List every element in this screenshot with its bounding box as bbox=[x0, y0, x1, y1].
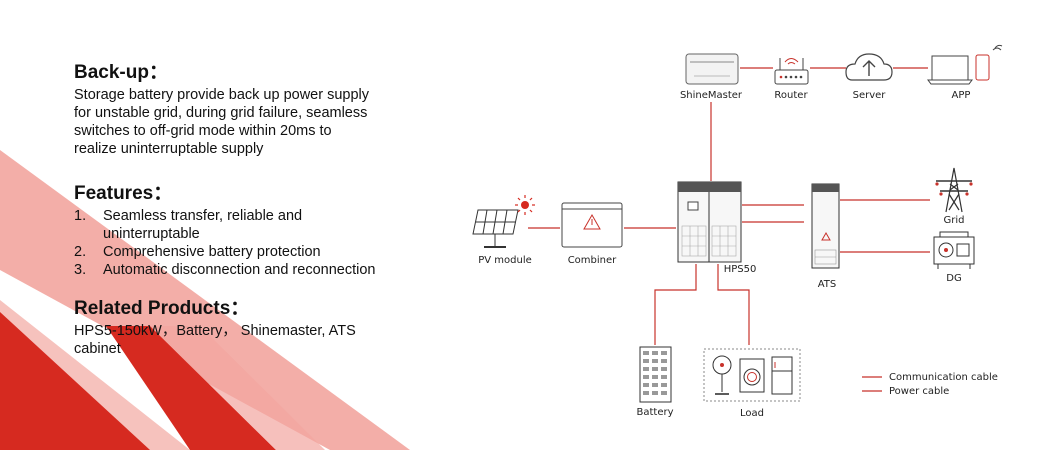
feature-item: 2. Comprehensive battery protection bbox=[74, 243, 394, 261]
related-products-text: HPS5-150kW，Battery， Shinemaster, ATS cab… bbox=[74, 323, 356, 357]
pv-module-label: PV module bbox=[478, 255, 532, 266]
feature-number: 3. bbox=[74, 262, 87, 278]
legend-power-label: Power cable bbox=[889, 386, 949, 397]
legend-communication-label: Communication cable bbox=[889, 372, 998, 383]
ats-label: ATS bbox=[818, 279, 837, 290]
server-cloud-icon bbox=[845, 53, 893, 81]
light-stripe-band bbox=[150, 326, 325, 450]
dg-label: DG bbox=[946, 273, 961, 284]
cables bbox=[528, 67, 930, 392]
pv-module-icon bbox=[472, 195, 535, 248]
hps50-label: HPS50 bbox=[724, 264, 757, 275]
battery-rack-icon bbox=[639, 346, 672, 403]
diesel-generator-icon bbox=[933, 231, 975, 269]
router-label: Router bbox=[774, 90, 808, 101]
features-list: 1. Seamless transfer, reliable and uninte… bbox=[74, 207, 394, 279]
feature-text: Comprehensive battery protection bbox=[103, 244, 321, 260]
feature-number: 2. bbox=[74, 244, 87, 260]
power-cable-hps-battery bbox=[654, 264, 697, 345]
ats-cabinet-icon bbox=[811, 183, 840, 269]
router-icon bbox=[774, 58, 809, 85]
dark-stripe-mid bbox=[106, 326, 276, 450]
battery-label: Battery bbox=[636, 407, 673, 418]
grid-tower-icon bbox=[935, 167, 973, 213]
feature-item: 1. Seamless transfer, reliable and uninte… bbox=[74, 207, 394, 243]
backup-description: Storage battery provide back up power su… bbox=[74, 87, 370, 157]
hps50-cabinet-icon bbox=[677, 181, 742, 263]
related-products-heading: Related Products： bbox=[74, 298, 250, 319]
app-laptop-phone-icon bbox=[927, 44, 1003, 85]
app-label: APP bbox=[952, 90, 971, 101]
feature-text: Seamless transfer, reliable and uninterr… bbox=[103, 208, 303, 242]
feature-number: 1. bbox=[74, 208, 87, 224]
combiner-icon bbox=[561, 202, 623, 248]
features-heading: Features： bbox=[74, 183, 173, 204]
combiner-label: Combiner bbox=[568, 255, 617, 266]
light-stripe-upper bbox=[0, 150, 410, 450]
shinemaster-icon bbox=[685, 53, 739, 85]
light-stripe-lower bbox=[0, 300, 190, 450]
feature-text: Automatic disconnection and reconnection bbox=[103, 262, 376, 278]
backup-heading: Back-up： bbox=[74, 62, 168, 83]
feature-item: 3. Automatic disconnection and reconnecti… bbox=[74, 261, 394, 279]
load-label: Load bbox=[740, 408, 764, 419]
shinemaster-label: ShineMaster bbox=[680, 90, 743, 101]
load-appliances-icon bbox=[703, 348, 801, 402]
server-label: Server bbox=[853, 90, 887, 101]
power-cable-hps-load bbox=[717, 264, 750, 345]
grid-label: Grid bbox=[944, 215, 965, 226]
dark-stripe-left bbox=[0, 312, 150, 450]
